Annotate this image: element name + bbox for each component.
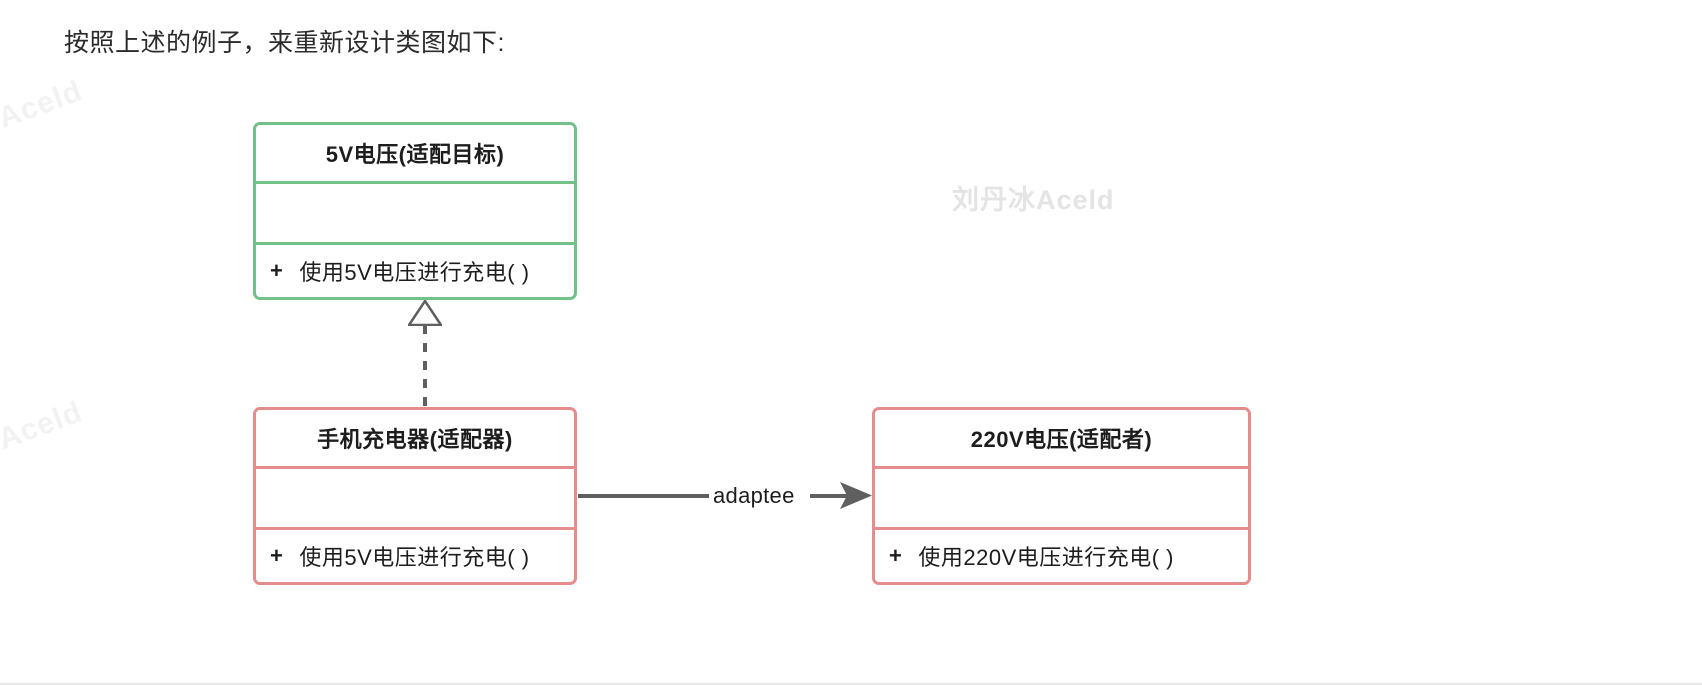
uml-class-target-title: 5V电压(适配目标) bbox=[325, 142, 505, 167]
uml-class-adaptee[interactable]: 220V电压(适配者) + 使用220V电压进行充电( ) bbox=[872, 407, 1251, 585]
watermark-center: 刘丹冰Aceld bbox=[952, 185, 1115, 215]
uml-method-visibility: + bbox=[270, 258, 284, 283]
association-line-right bbox=[810, 494, 854, 498]
uml-method-visibility: + bbox=[889, 543, 903, 568]
uml-class-adaptee-title: 220V电压(适配者) bbox=[970, 427, 1153, 452]
watermark-left-bottom: Aceld bbox=[0, 395, 87, 457]
uml-class-adaptee-attributes bbox=[875, 466, 1248, 527]
uml-method-signature: 使用5V电压进行充电( ) bbox=[299, 545, 530, 570]
uml-class-adapter-method: + 使用5V电压进行充电( ) bbox=[256, 527, 574, 582]
uml-class-target-method: + 使用5V电压进行充电( ) bbox=[256, 242, 574, 297]
uml-class-adaptee-method: + 使用220V电压进行充电( ) bbox=[875, 527, 1248, 582]
filled-arrowhead-icon bbox=[840, 482, 872, 509]
realization-dashed-line bbox=[423, 325, 427, 407]
hollow-triangle-arrowhead-icon bbox=[408, 300, 442, 326]
association-line-left bbox=[578, 494, 709, 498]
uml-method-signature: 使用220V电压进行充电( ) bbox=[918, 545, 1175, 570]
uml-class-target[interactable]: 5V电压(适配目标) + 使用5V电压进行充电( ) bbox=[253, 122, 577, 300]
association-label: adaptee bbox=[713, 483, 795, 508]
page-title: 按照上述的例子，来重新设计类图如下: bbox=[64, 29, 505, 57]
uml-method-signature: 使用5V电压进行充电( ) bbox=[299, 260, 530, 285]
uml-class-adapter-attributes bbox=[256, 466, 574, 527]
uml-method-visibility: + bbox=[270, 543, 284, 568]
uml-class-target-attributes bbox=[256, 181, 574, 242]
page-bottom-divider bbox=[0, 683, 1702, 685]
uml-class-adapter-title: 手机充电器(适配器) bbox=[317, 427, 513, 452]
watermark-left-top: Aceld bbox=[0, 74, 87, 136]
uml-class-adapter[interactable]: 手机充电器(适配器) + 使用5V电压进行充电( ) bbox=[253, 407, 577, 585]
